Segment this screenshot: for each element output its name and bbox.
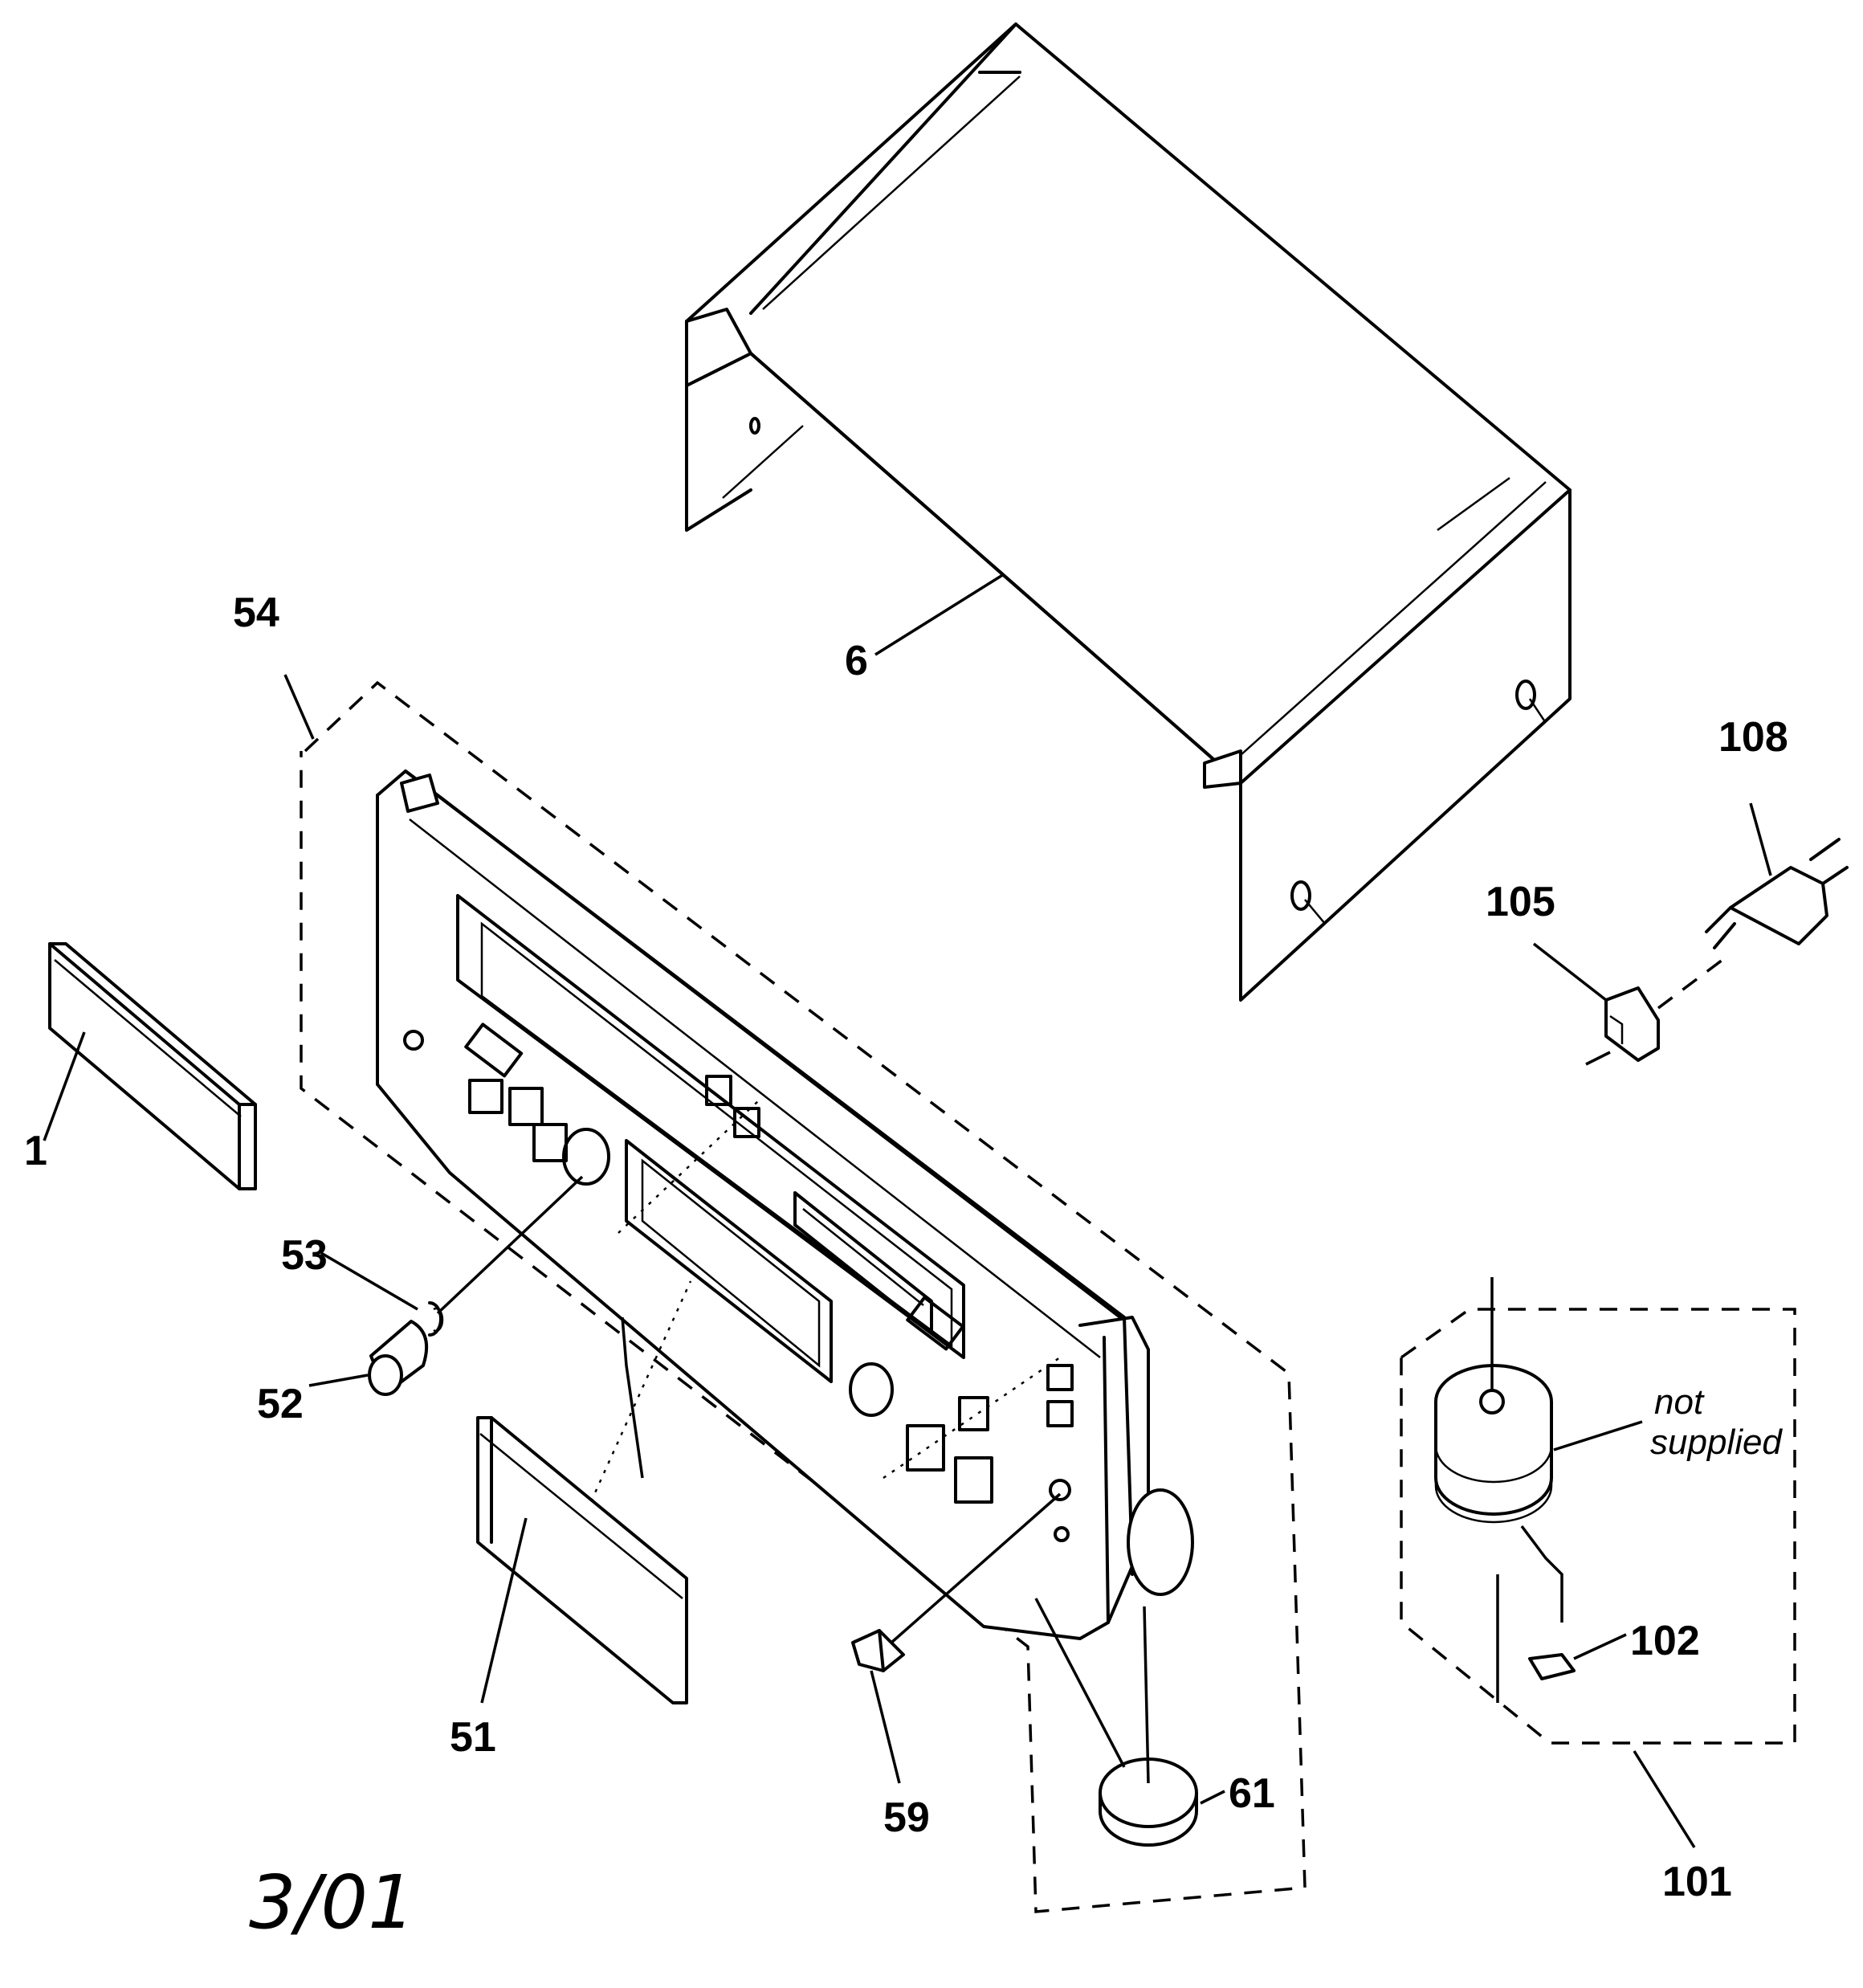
callout-labels: 1 6 51 52 53 54 59 61 101 102 105 108 no…: [24, 590, 1788, 1945]
label-59: 59: [883, 1794, 930, 1841]
label-52: 52: [257, 1381, 304, 1427]
label-54: 54: [233, 590, 279, 636]
label-61: 61: [1229, 1770, 1275, 1817]
part-54-front-panel-assembly: [283, 674, 1307, 1913]
part-53-clip: [320, 1175, 584, 1337]
part-101-motor-assembly: [1400, 1277, 1796, 1848]
part-108-power-plug: [1705, 802, 1849, 949]
part-1-side-panel: [43, 942, 257, 1190]
label-101: 101: [1662, 1859, 1732, 1905]
revision-date: 3/01: [249, 1859, 415, 1945]
label-108: 108: [1718, 714, 1788, 761]
note-line-2: supplied: [1650, 1423, 1783, 1462]
label-1: 1: [24, 1128, 47, 1174]
part-51-window-panel: [476, 1316, 688, 1704]
label-105: 105: [1486, 879, 1555, 925]
label-6: 6: [845, 638, 868, 684]
part-59-small-part: [851, 1492, 1062, 1784]
label-53: 53: [281, 1232, 328, 1279]
part-61-foot-ring: [1034, 1598, 1225, 1847]
label-102: 102: [1630, 1618, 1700, 1664]
part-105-connector: [1532, 942, 1724, 1066]
label-51: 51: [450, 1714, 496, 1761]
note-line-1: not: [1654, 1382, 1705, 1422]
part-6-top-cover: [685, 22, 1572, 1002]
part-52-knob: [308, 1320, 429, 1396]
